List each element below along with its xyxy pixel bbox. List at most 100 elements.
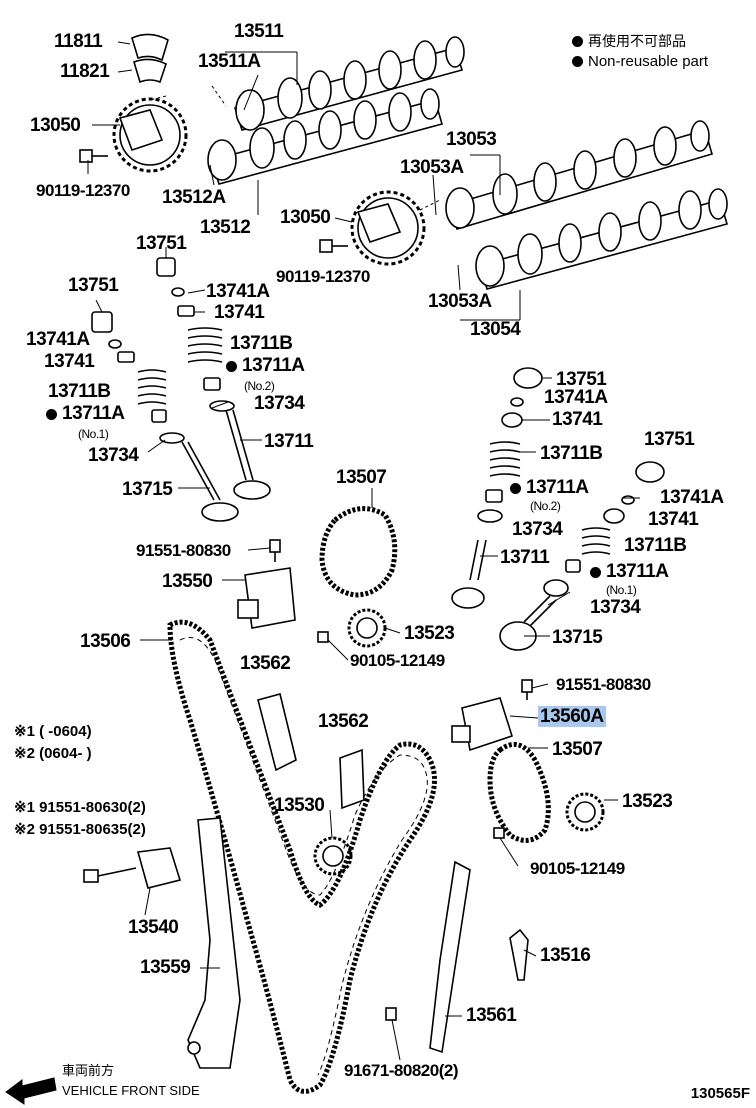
vehicle-front-arrow [5, 1077, 57, 1105]
part-label: 13741 [552, 409, 603, 430]
part-label: 13511A [198, 51, 261, 72]
footer-en: VEHICLE FRONT SIDE [62, 1083, 200, 1098]
part-label-text: 13711A [526, 477, 589, 498]
part-label: 13530 [274, 795, 325, 816]
part-label: 13711B [624, 535, 687, 556]
oil-nozzle-13516 [509, 928, 529, 981]
bolts-top [79, 149, 348, 253]
bearing-cap-11811 [131, 33, 169, 84]
part-label: 91551-80830 [136, 541, 231, 560]
part-label: (No.2) [244, 379, 275, 393]
part-label: 13512 [200, 217, 251, 238]
part-label-text: 13711A [62, 403, 125, 424]
part-label: 13734 [590, 597, 641, 618]
tensioner-arm-13559 [187, 817, 241, 1069]
part-label: (No.2) [530, 499, 561, 513]
part-label: 13741 [648, 509, 699, 530]
part-label: 13715 [552, 627, 603, 648]
part-label: 13734 [88, 445, 139, 466]
tensioner-13550 [237, 567, 296, 629]
part-label: 13053A [400, 157, 464, 178]
part-label-nonreusable: 13711A [46, 404, 125, 423]
part-label-text: 13711A [242, 355, 305, 376]
part-label: 13550 [162, 571, 213, 592]
part-label: 13050 [30, 115, 81, 136]
part-label: 13751 [556, 369, 607, 390]
part-label: 90105-12149 [530, 859, 625, 878]
part-label: 13516 [540, 945, 591, 966]
camshaft-13511 [233, 36, 465, 131]
legend-jp-text: 再使用不可部品 [588, 33, 686, 49]
nonreusable-dot-icon [510, 483, 521, 494]
timing-chain-13507-left [319, 506, 398, 598]
leader-lines [87, 41, 640, 1061]
sprockets [313, 608, 605, 876]
part-label: 13741A [544, 387, 608, 408]
part-label: 13711B [230, 333, 293, 354]
part-label-nonreusable: 13711A [226, 356, 305, 375]
part-label: 13053 [446, 129, 497, 150]
guide-13561 [429, 860, 471, 1054]
part-label: 13751 [68, 275, 119, 296]
note-range-1: ※1 ( -0604) [14, 723, 92, 740]
part-label-nonreusable: 13711A [510, 478, 589, 497]
part-label: 90105-12149 [350, 651, 445, 670]
part-label: (No.1) [78, 427, 109, 441]
part-label: 13734 [512, 519, 563, 540]
nonreusable-dot-icon [572, 56, 583, 67]
part-label: 13751 [644, 429, 695, 450]
part-label: 13711 [500, 547, 550, 568]
part-label: 13540 [128, 917, 179, 938]
vvt-gear-13050-left [112, 97, 188, 173]
part-label: 13507 [336, 467, 387, 488]
part-label: 13507 [552, 739, 603, 760]
timing-chain-13506 [167, 619, 437, 1094]
camshaft-13054 [475, 188, 728, 290]
legend-jp: 再使用不可部品 [572, 34, 686, 48]
dashed-leaders [149, 85, 441, 211]
part-label-nonreusable: 13711A [590, 562, 669, 581]
footer-jp: 車両前方 [62, 1063, 115, 1078]
part-label: 13741A [206, 281, 270, 302]
part-label: 13741A [660, 487, 724, 508]
tensioner-13540 [83, 847, 182, 889]
part-label: 13511 [234, 21, 284, 42]
part-label: 13711B [540, 443, 603, 464]
damper-13562-lower [339, 748, 365, 810]
part-label: 13741A [26, 329, 90, 350]
part-label: 11821 [60, 61, 110, 82]
part-label: 91671-80820(2) [344, 1061, 458, 1080]
part-label: 13050 [280, 207, 331, 228]
part-label: 91551-80830 [556, 675, 651, 694]
part-label: 13523 [404, 623, 455, 644]
nonreusable-dot-icon [226, 361, 237, 372]
part-label: 13506 [80, 631, 131, 652]
part-label: 13053A [428, 291, 492, 312]
note-bolt-2: ※2 91551-80635(2) [14, 821, 146, 838]
part-label: 13523 [622, 791, 673, 812]
part-label: 13562 [318, 711, 369, 732]
valve-train-left [91, 257, 271, 522]
part-label: 90119-12370 [36, 181, 130, 200]
damper-13562-upper [257, 693, 297, 772]
part-label-highlighted[interactable]: 13560A [538, 706, 606, 727]
part-label: 90119-12370 [276, 267, 370, 286]
nonreusable-dot-icon [572, 36, 583, 47]
tensioner-13560A [451, 697, 513, 752]
part-label: 11811 [54, 31, 103, 52]
legend-en-text: Non-reusable part [588, 53, 709, 70]
nonreusable-dot-icon [590, 567, 601, 578]
note-bolt-1: ※1 91551-80630(2) [14, 799, 146, 816]
part-label: 13559 [140, 957, 191, 978]
part-label: 13711B [48, 381, 111, 402]
timing-chain-13507-right [487, 741, 551, 843]
part-label: 13751 [136, 233, 187, 254]
legend-en: Non-reusable part [572, 54, 708, 69]
part-label: 13561 [466, 1005, 517, 1026]
part-label: 13562 [240, 653, 291, 674]
part-label: 13711 [264, 431, 314, 452]
part-label-text: 13711A [606, 561, 669, 582]
part-label: 13734 [254, 393, 305, 414]
figure-id: 130565F [690, 1085, 750, 1102]
